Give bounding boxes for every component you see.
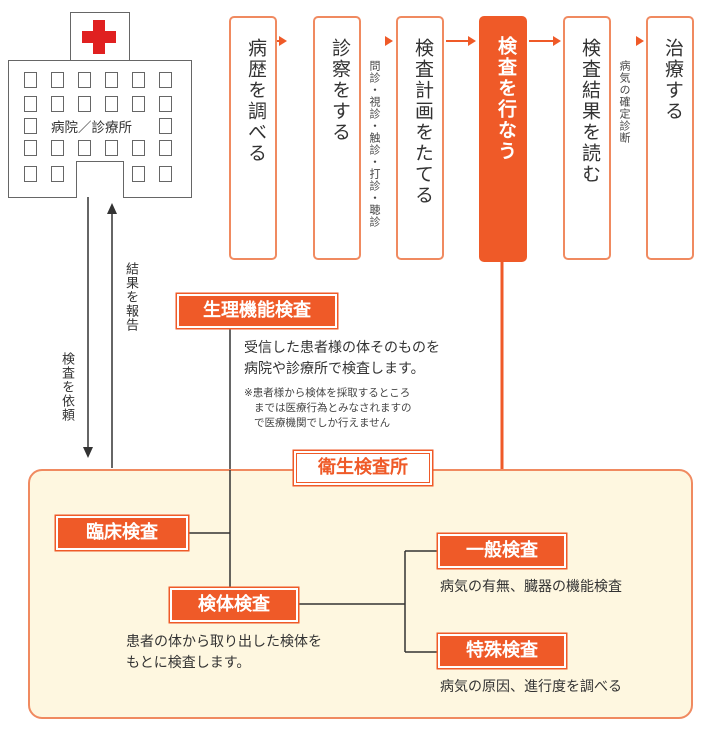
window (159, 118, 172, 134)
physiological-note-line3: で医療機関でしか行えません (254, 417, 391, 429)
arrow-shaft (529, 40, 555, 42)
window (24, 140, 37, 156)
step-test-plan: 検査計画をたてる (396, 16, 444, 260)
step-note-diagnosis: 病気の確定診断 (618, 60, 631, 144)
window (24, 166, 37, 182)
window (132, 72, 145, 88)
arrow-right-icon (468, 36, 476, 46)
general-test-desc: 病気の有無、臓器の機能検査 (440, 579, 622, 595)
arrow-right-icon (279, 36, 287, 46)
lab-panel (28, 469, 693, 719)
window (105, 140, 118, 156)
window (78, 140, 91, 156)
window (24, 72, 37, 88)
window (24, 118, 37, 134)
arrow-right-icon (553, 36, 561, 46)
window (51, 72, 64, 88)
arrow-shaft (446, 40, 470, 42)
step-label: 検査を行なう (495, 36, 517, 162)
window (51, 166, 64, 182)
arrow-shaft (277, 40, 281, 42)
special-test-desc: 病気の原因、進行度を調べる (440, 679, 622, 695)
step-medical-history: 病歴を調べる (229, 16, 277, 260)
red-cross-icon-bar (82, 31, 116, 43)
step-label: 病歴を調べる (245, 38, 267, 164)
window (51, 140, 64, 156)
step-perform-test: 検査を行なう (479, 16, 527, 262)
specimen-desc-line2: もとに検査します。 (126, 655, 251, 671)
step-treatment: 治療する (646, 16, 694, 260)
window (132, 166, 145, 182)
window (24, 96, 37, 112)
step-read-results: 検査結果を読む (563, 16, 611, 260)
step-label: 検査結果を読む (579, 38, 601, 185)
window (78, 72, 91, 88)
arrow-right-icon (636, 36, 644, 46)
hospital-door (76, 161, 124, 198)
step-label: 治療する (662, 38, 684, 122)
specimen-desc-line1: 患者の体から取り出した検体を (126, 634, 322, 650)
window (105, 72, 118, 88)
report-result-label: 結果を報告 (123, 262, 138, 332)
step-examination: 診察をする (313, 16, 361, 260)
physiological-desc-line1: 受信した患者様の体そのものを (244, 340, 440, 356)
physiological-desc-line2: 病院や診療所で検査します。 (244, 361, 425, 377)
physiological-test-tag: 生理機能検査 (179, 296, 335, 326)
window (159, 166, 172, 182)
arrow-right-icon (385, 36, 393, 46)
window (105, 96, 118, 112)
window (132, 96, 145, 112)
hospital-label: 病院／診療所 (50, 116, 133, 136)
step-label: 検査計画をたてる (412, 38, 434, 206)
step-label: 診察をする (329, 38, 351, 143)
window (159, 72, 172, 88)
general-test-tag: 一般検査 (440, 536, 564, 566)
clinical-test-tag: 臨床検査 (58, 518, 186, 548)
window (159, 96, 172, 112)
special-test-tag: 特殊検査 (440, 636, 564, 666)
window (132, 140, 145, 156)
window (51, 96, 64, 112)
window (159, 140, 172, 156)
physiological-note-line2: までは医療行為とみなされますの (254, 402, 412, 414)
specimen-test-tag: 検体検査 (172, 590, 296, 620)
window (78, 96, 91, 112)
physiological-note-line1: ※患者様から検体を採取するところ (244, 387, 411, 399)
step-note-examination: 問診・視診・触診・打診・聴診 (368, 60, 381, 228)
lab-label: 衛生検査所 (296, 453, 430, 483)
request-test-label: 検査を依頼 (59, 352, 74, 422)
